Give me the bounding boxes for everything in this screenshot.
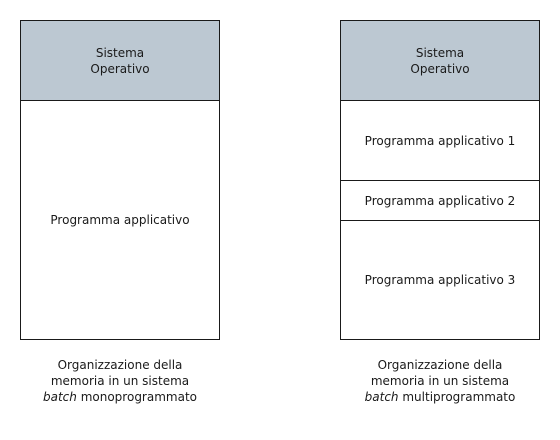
os-segment: Sistema Operativo xyxy=(21,21,219,101)
application-segment-1: Programma applicativo 1 xyxy=(341,101,539,181)
caption-italic: batch xyxy=(364,390,399,404)
memory-stack-mono: Sistema Operativo Programma applicativo xyxy=(20,20,220,340)
os-label-line2: Operativo xyxy=(410,61,470,76)
caption-rest: multiprogrammato xyxy=(398,390,516,404)
caption-line3: batch multiprogrammato xyxy=(340,389,540,405)
caption-italic: batch xyxy=(43,390,77,404)
caption-multi: Organizzazione della memoria in un siste… xyxy=(340,357,540,405)
os-segment: Sistema Operativo xyxy=(341,21,539,101)
os-label-line1: Sistema xyxy=(415,45,465,60)
application-label-3: Programma applicativo 3 xyxy=(364,273,516,287)
application-segment-2: Programma applicativo 2 xyxy=(341,181,539,221)
caption-line2: memoria in un sistema xyxy=(370,374,510,388)
caption-rest: monoprogrammato xyxy=(76,390,197,404)
application-segment-3: Programma applicativo 3 xyxy=(341,221,539,339)
application-label-1: Programma applicativo 1 xyxy=(364,133,516,148)
monoprogrammed-memory-diagram: Sistema Operativo Programma applicativo … xyxy=(20,20,220,405)
caption-mono: Organizzazione della memoria in un siste… xyxy=(20,357,220,405)
os-label-line2: Operativo xyxy=(90,61,150,76)
caption-line1: Organizzazione della xyxy=(377,358,503,372)
caption-line2: memoria in un sistema xyxy=(50,374,190,388)
multiprogrammed-memory-diagram: Sistema Operativo Programma applicativo … xyxy=(340,20,540,405)
memory-stack-multi: Sistema Operativo Programma applicativo … xyxy=(340,20,540,340)
os-label: Sistema Operativo xyxy=(410,45,469,77)
os-label-line1: Sistema xyxy=(95,45,145,60)
application-segment: Programma applicativo xyxy=(21,101,219,339)
os-label: Sistema Operativo xyxy=(90,45,149,77)
caption-line1: Organizzazione della xyxy=(57,358,183,372)
application-label: Programma applicativo xyxy=(50,213,190,227)
application-label-2: Programma applicativo 2 xyxy=(364,193,516,208)
caption-line3: batch monoprogrammato xyxy=(20,389,220,405)
